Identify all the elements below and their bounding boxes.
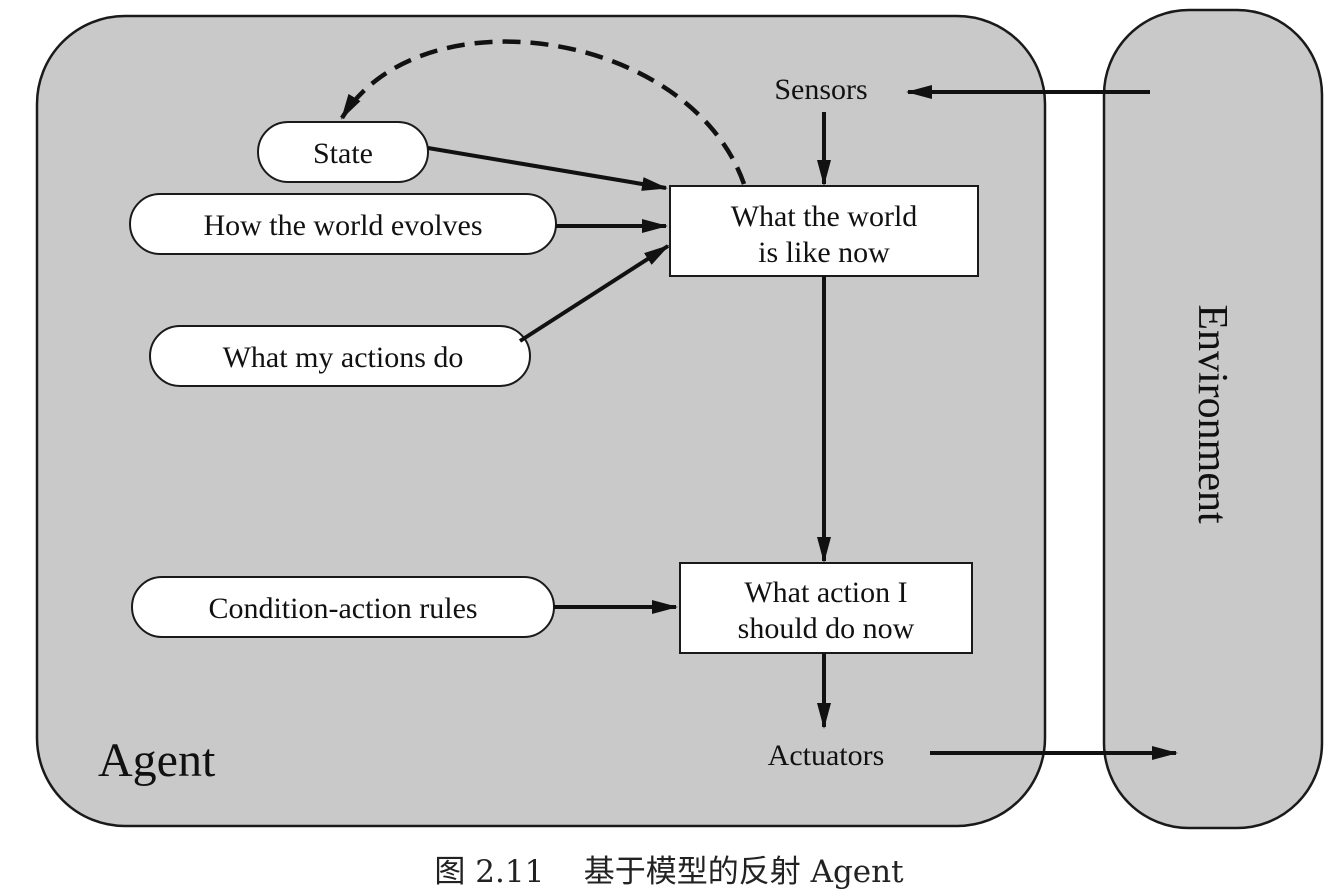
actuators-label: Actuators	[768, 739, 885, 772]
condition-action-rules-label: Condition-action rules	[208, 592, 477, 625]
arrow-state-to-world-now	[427, 146, 668, 191]
how-world-evolves-label: How the world evolves	[203, 209, 482, 242]
world-now-line2: is like now	[758, 236, 890, 269]
what-actions-do-node: What my actions do	[149, 325, 531, 387]
state-label: State	[313, 137, 373, 170]
condition-action-rules-node: Condition-action rules	[131, 576, 555, 638]
figure-caption: 图 2.11 基于模型的反射 Agent	[434, 854, 904, 890]
agent-label: Agent	[98, 734, 216, 787]
action-now-line1: What action I	[744, 576, 907, 609]
action-now-line2: should do now	[738, 612, 915, 645]
agent-panel	[35, 14, 1047, 828]
action-now-box: What action I should do now	[679, 562, 973, 654]
what-actions-do-label: What my actions do	[223, 341, 464, 374]
how-world-evolves-node: How the world evolves	[129, 193, 557, 255]
environment-panel	[1102, 8, 1324, 830]
model-based-reflex-agent-diagram: Environment Agent Sensors Actuators Stat…	[35, 8, 1324, 830]
world-now-box: What the world is like now	[669, 185, 979, 277]
arrow-dashed-world-now-to-state	[340, 39, 747, 185]
state-node: State	[257, 121, 429, 183]
world-now-line1: What the world	[731, 200, 918, 233]
sensors-label: Sensors	[774, 73, 867, 106]
arrow-actions-do-to-world-now	[518, 244, 670, 343]
environment-label: Environment	[1189, 304, 1235, 524]
